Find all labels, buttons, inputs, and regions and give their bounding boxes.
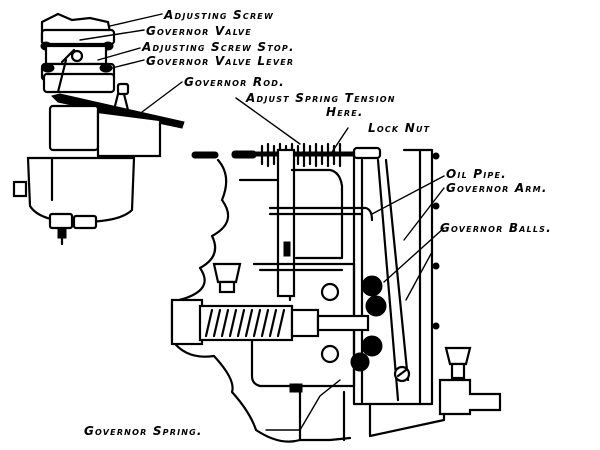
- governor-housing: [170, 148, 502, 443]
- leader-lines-right: [265, 175, 445, 431]
- label-governor-spring: Governor Spring.: [84, 424, 203, 438]
- label-governor-valve: Governor Valve: [146, 24, 252, 38]
- label-adjusting-screw: Adjusting Screw: [164, 8, 274, 22]
- worm-gear-threads: [204, 308, 286, 338]
- label-lock-nut: Lock Nut: [368, 121, 431, 135]
- label-governor-arm: Governor Arm.: [446, 181, 548, 195]
- label-adjust-spring-tension: Adjust Spring Tension: [246, 91, 396, 105]
- label-governor-valve-lever: Governor Valve Lever: [146, 54, 295, 68]
- label-governor-balls: Governor Balls.: [440, 221, 552, 235]
- label-adjust-spring-tension-here: Here.: [326, 105, 364, 119]
- carburetor-assembly: [12, 12, 185, 246]
- label-oil-pipe: Oil Pipe.: [446, 167, 507, 181]
- label-adjusting-screw-stop: Adjusting Screw Stop.: [142, 40, 295, 54]
- label-governor-rod: Governor Rod.: [184, 75, 285, 89]
